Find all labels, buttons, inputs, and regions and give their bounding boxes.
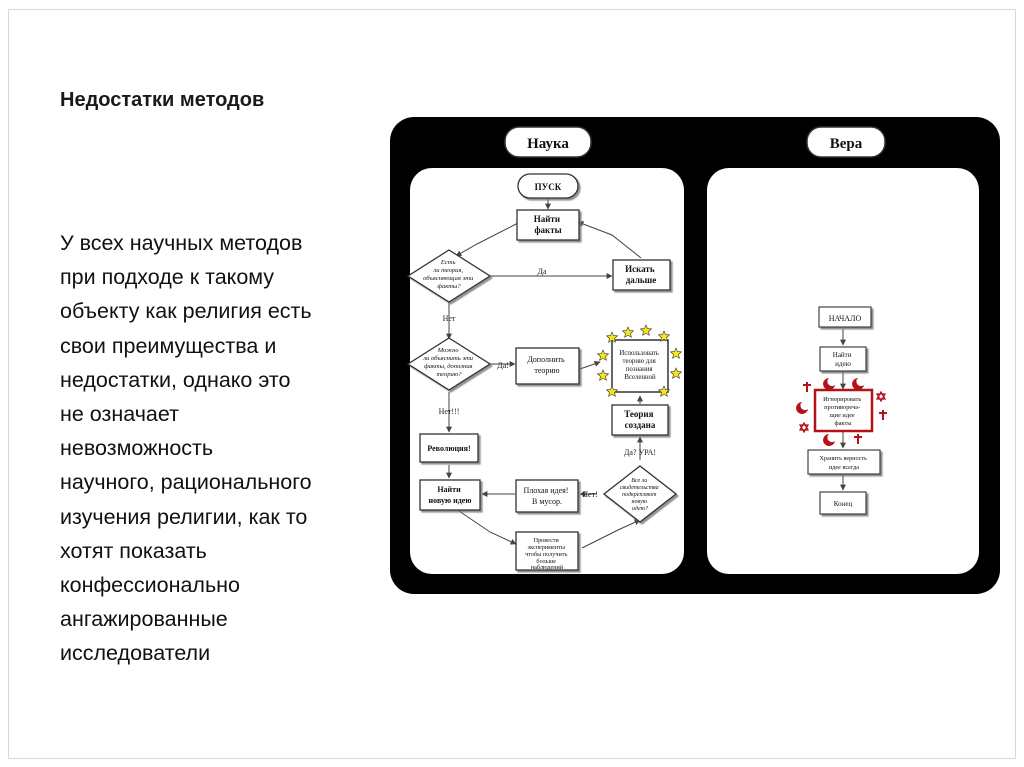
evidence-confirms-node bbox=[602, 465, 678, 523]
revolution-label: Революция! bbox=[427, 444, 470, 453]
star-of-david-icon bbox=[875, 390, 887, 403]
body-line: недостатки, однако это bbox=[60, 367, 291, 392]
science-vs-faith-diagram: Наука Вера ПУСК Найти факты bbox=[390, 117, 1000, 594]
star-icon bbox=[596, 369, 610, 381]
body-line: невозможность bbox=[60, 436, 214, 461]
faith-ignore-label: Игнорировать противоречa- щие идее факты bbox=[823, 396, 863, 427]
faith-start-node bbox=[818, 306, 872, 328]
star-icon bbox=[657, 330, 671, 342]
edge-label-yes-hooray: Да? УРА! bbox=[624, 448, 656, 457]
body-text: У всех научных методов при подходе к так… bbox=[60, 226, 380, 671]
body-line: научного, рационального bbox=[60, 470, 312, 495]
faith-ignore-node bbox=[813, 388, 874, 433]
star-icon bbox=[621, 326, 635, 338]
crescent-icon bbox=[823, 434, 835, 446]
star-icons bbox=[596, 324, 683, 397]
star-of-david-icon bbox=[798, 421, 810, 434]
theory-created-node bbox=[611, 404, 669, 436]
body-line: при подходе к такому bbox=[60, 265, 275, 290]
find-new-idea-label: Найти новую идею bbox=[429, 485, 472, 505]
edge-label-yes: Да bbox=[537, 267, 546, 276]
can-explain-label: Можно ли объяснить эти факты, дополнив т… bbox=[422, 347, 474, 378]
find-facts-node bbox=[516, 209, 580, 241]
bad-idea-node bbox=[515, 479, 579, 513]
cross-icon bbox=[879, 410, 887, 420]
bad-idea-label: Плохая идея! В мусор. bbox=[524, 486, 571, 506]
body-line: конфессионально bbox=[60, 573, 240, 598]
faith-title: Вера bbox=[830, 136, 863, 152]
star-icon bbox=[605, 385, 619, 397]
science-title-pill: Наука bbox=[504, 126, 592, 158]
can-explain-node bbox=[406, 337, 492, 391]
use-theory-node bbox=[611, 339, 669, 393]
search-further-label: Искать дальше bbox=[625, 264, 657, 285]
body-line: У всех научных методов bbox=[60, 231, 303, 255]
faith-end-label: Конец bbox=[834, 500, 853, 508]
crescent-icon bbox=[796, 402, 808, 414]
experiments-node bbox=[515, 531, 579, 571]
find-facts-label: Найти факты bbox=[534, 214, 563, 235]
cross-icon bbox=[803, 382, 811, 392]
star-icon bbox=[596, 349, 610, 361]
faith-find-idea-label: Найти идею bbox=[833, 351, 853, 368]
edge-label-no-bangs: Нет!!! bbox=[439, 407, 460, 416]
science-nodes: ПУСК Найти факты Есть ли теория, объясня… bbox=[406, 173, 678, 571]
edge-label-no-bang: Нет! bbox=[582, 490, 598, 499]
science-title: Наука bbox=[527, 136, 569, 152]
edge-label-no: Нет bbox=[443, 314, 456, 323]
star-icon bbox=[669, 367, 683, 379]
evidence-confirms-label: Все ли свидетельства подкрепляют новую и… bbox=[620, 478, 660, 512]
science-connectors bbox=[446, 199, 643, 549]
crescent-icon bbox=[823, 378, 835, 390]
faith-title-pill: Вера bbox=[806, 126, 886, 158]
star-icon bbox=[657, 385, 671, 397]
supplement-theory-node bbox=[515, 347, 580, 385]
experiments-label: Провести эксперименты чтобы получить бол… bbox=[525, 537, 569, 571]
faith-nodes: НАЧАЛО Найти идею Игнорировать противоре… bbox=[807, 306, 881, 515]
supplement-theory-label: Дополнить теорию bbox=[527, 355, 566, 375]
search-further-node bbox=[612, 259, 671, 291]
faith-end-node bbox=[819, 491, 867, 515]
star-icon bbox=[669, 347, 683, 359]
star-icon bbox=[605, 331, 619, 343]
body-line: исследователи bbox=[60, 641, 211, 666]
faith-start-label: НАЧАЛО bbox=[829, 314, 862, 323]
body-line: ангажированные bbox=[60, 607, 228, 632]
start-label: ПУСК bbox=[535, 182, 562, 192]
body-line: объекту как религия есть bbox=[60, 299, 312, 324]
slide-title: Недостатки методов bbox=[60, 89, 265, 111]
star-icon bbox=[639, 324, 653, 336]
crescent-icon bbox=[852, 378, 864, 390]
theory-exists-node bbox=[406, 249, 492, 303]
body-line: хотят показать bbox=[60, 538, 207, 563]
find-new-idea-node bbox=[419, 479, 481, 511]
revolution-node bbox=[419, 433, 479, 463]
body-line: изучения религии, как то bbox=[60, 504, 308, 529]
body-line: свои преимущества и bbox=[60, 333, 277, 358]
theory-created-label: Теория создана bbox=[624, 409, 656, 430]
edge-label-yes-bang: Да! bbox=[497, 361, 509, 370]
cross-icon bbox=[854, 434, 862, 444]
faith-find-idea-node bbox=[819, 346, 867, 372]
theory-exists-label: Есть ли теория, объясняющая эти факты? bbox=[423, 259, 475, 290]
body-line: не означает bbox=[60, 402, 179, 427]
faith-keep-label: Хранить верность идее всегда bbox=[819, 455, 868, 471]
science-edge-labels: Да Нет Да! Нет!!! Да? УРА! Нет! bbox=[439, 267, 656, 499]
use-theory-label: Использовать теорию для познания Вселенн… bbox=[619, 350, 660, 381]
start-node bbox=[517, 173, 579, 199]
faith-keep-node bbox=[807, 449, 881, 475]
religious-symbols bbox=[796, 378, 887, 446]
